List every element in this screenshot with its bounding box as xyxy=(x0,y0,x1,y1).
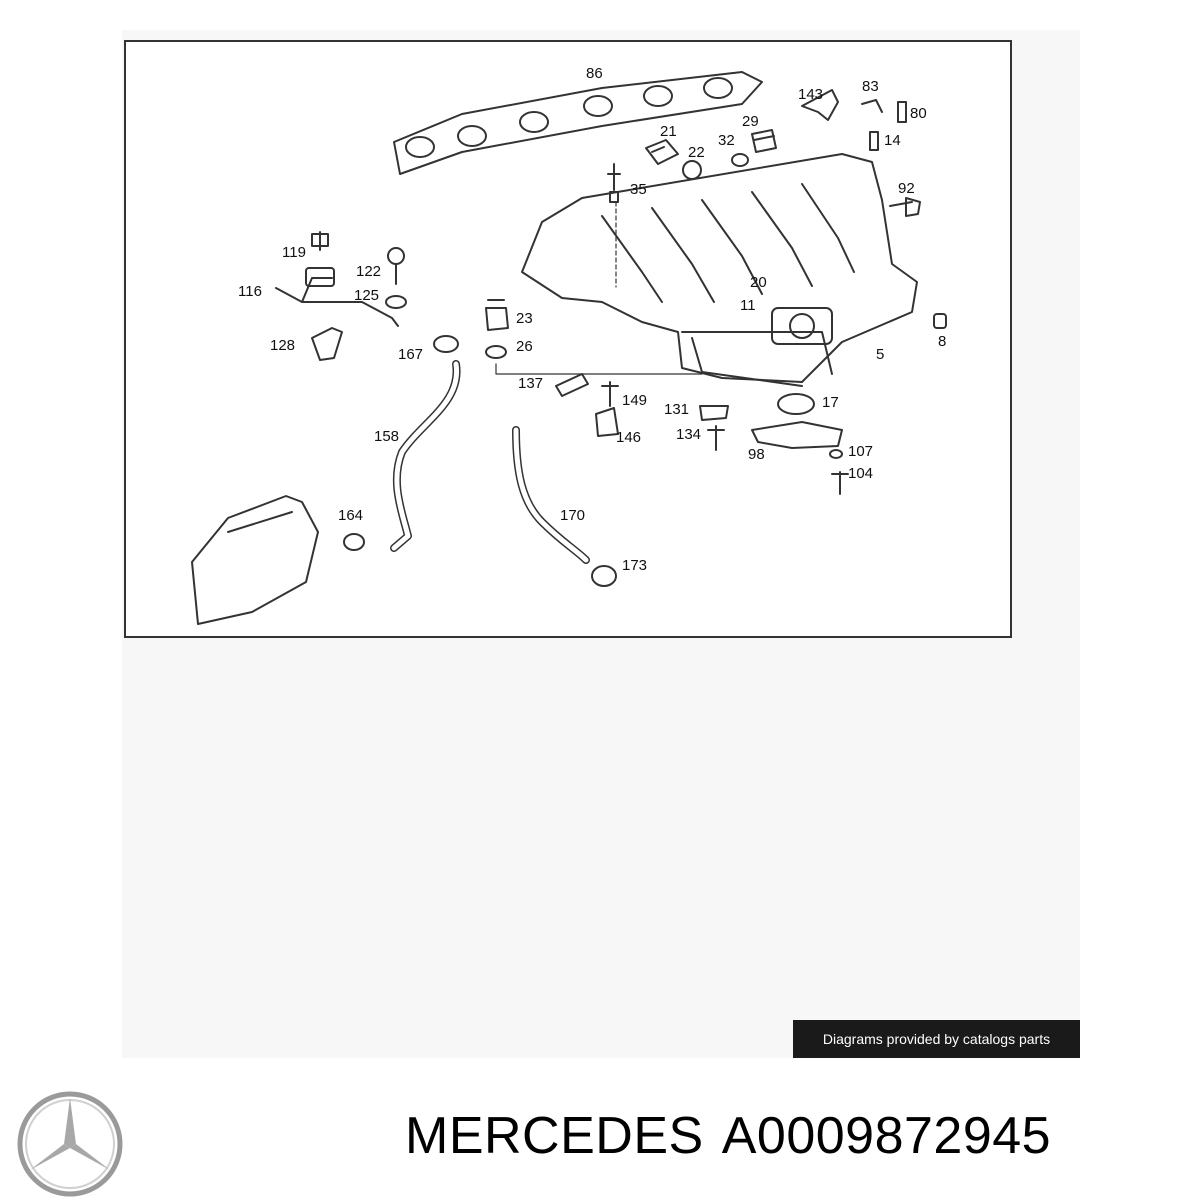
mercedes-star-icon xyxy=(17,1091,123,1197)
brand-name: MERCEDES xyxy=(405,1107,704,1165)
gasket-part xyxy=(393,71,763,175)
part-callout-131: 131 xyxy=(664,401,689,418)
part-callout-128: 128 xyxy=(270,337,295,354)
parts-diagram: 86 143 83 80 21 29 32 22 14 35 92 119 122 116 125 20 11 2… xyxy=(124,40,1012,638)
part-callout-170: 170 xyxy=(560,507,585,524)
part-callout-8: 8 xyxy=(938,333,946,350)
part-callout-23: 23 xyxy=(516,310,533,327)
part-callout-146: 146 xyxy=(616,429,641,446)
part-callout-134: 134 xyxy=(676,426,701,443)
heat-shield-part xyxy=(191,495,319,625)
intake-manifold-part xyxy=(521,153,918,387)
part-callout-149: 149 xyxy=(622,392,647,409)
part-callout-119: 119 xyxy=(282,244,306,261)
seal-ring-part xyxy=(682,160,702,180)
part-callout-11: 11 xyxy=(740,297,756,314)
part-callout-32: 32 xyxy=(718,132,735,149)
part-callout-116: 116 xyxy=(238,283,262,300)
part-callout-17: 17 xyxy=(822,394,839,411)
part-callout-80: 80 xyxy=(910,105,927,122)
diagram-credit-banner: Diagrams provided by catalogs parts xyxy=(793,1020,1080,1058)
part-callout-143: 143 xyxy=(798,86,823,103)
part-callout-86: 86 xyxy=(586,65,603,82)
part-callout-29: 29 xyxy=(742,113,759,130)
part-callout-14: 14 xyxy=(884,132,901,149)
part-callout-158: 158 xyxy=(374,428,399,445)
part-callout-26: 26 xyxy=(516,338,533,355)
parts-diagram-drawing: 86 143 83 80 21 29 32 22 14 35 92 119 122 116 125 20 11 2… xyxy=(191,65,947,625)
part-callout-21: 21 xyxy=(660,123,677,140)
part-callout-22: 22 xyxy=(688,144,705,161)
part-callout-5: 5 xyxy=(876,346,884,363)
part-callout-173: 173 xyxy=(622,557,647,574)
part-callout-35: 35 xyxy=(630,181,647,198)
part-title: MERCEDES A0009872945 xyxy=(405,1106,1051,1172)
part-callout-137: 137 xyxy=(518,375,543,392)
part-labels: 86 143 83 80 21 29 32 22 14 35 92 119 122 116 125 20 11 2… xyxy=(238,65,946,574)
fitting-part xyxy=(645,139,679,165)
part-callout-104: 104 xyxy=(848,465,873,482)
injector-part xyxy=(607,163,621,203)
part-callout-125: 125 xyxy=(354,287,379,304)
part-callout-92: 92 xyxy=(898,180,915,197)
oil-pipe-part xyxy=(275,287,399,327)
part-callout-20: 20 xyxy=(750,274,767,291)
part-callout-164: 164 xyxy=(338,507,363,524)
part-callout-107: 107 xyxy=(848,443,873,460)
part-callout-98: 98 xyxy=(748,446,765,463)
part-number: A0009872945 xyxy=(721,1107,1052,1165)
part-callout-83: 83 xyxy=(862,78,879,95)
part-callout-167: 167 xyxy=(398,346,423,363)
part-callout-122: 122 xyxy=(356,263,381,280)
